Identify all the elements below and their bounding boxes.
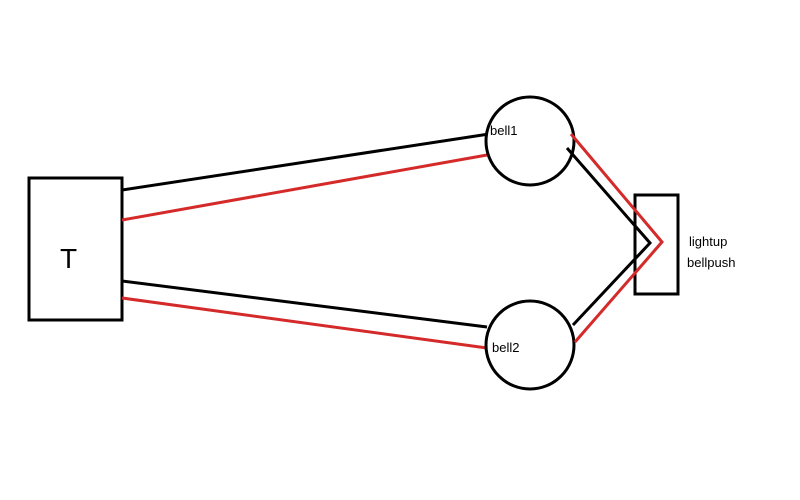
- transformer-box: [27, 176, 124, 322]
- wire-red-transformer-to-bell2: [121, 296, 488, 350]
- wire-black-bells-to-bellpush: [565, 147, 653, 327]
- bell1-label: bell1: [490, 123, 517, 138]
- bellpush-box: [633, 193, 680, 296]
- bell2-circle: [484, 299, 576, 391]
- bellpush-label-line1: lightup: [689, 234, 727, 249]
- bellpush-label-line2: bellpush: [687, 255, 735, 270]
- wire-black-transformer-to-bell2: [121, 279, 488, 329]
- wire-black-transformer-to-bell1: [121, 132, 490, 192]
- wire-red-transformer-to-bell1: [121, 153, 488, 222]
- bell2-label: bell2: [492, 340, 519, 355]
- wire-red-bells-to-bellpush: [569, 133, 664, 343]
- bell1-circle: [484, 95, 576, 187]
- transformer-label: T: [60, 243, 77, 274]
